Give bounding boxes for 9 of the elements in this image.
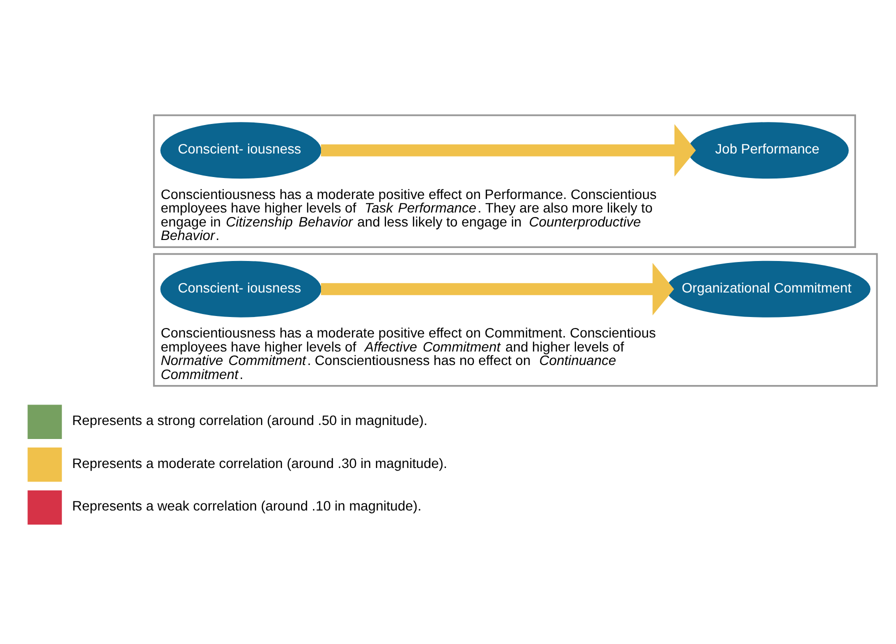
arrow xyxy=(320,124,696,176)
node-ellipse: Conscient- iousness xyxy=(160,260,322,317)
node-ellipse: Organizational Commitment xyxy=(666,260,870,317)
node-ellipse: Conscient- iousness xyxy=(160,122,322,178)
arrow xyxy=(320,262,674,315)
legend-label: Represents a strong correlation (around .50 in magnitude). xyxy=(72,412,428,428)
legend-label: Represents a moderate correlation (around .30 in magnitude). xyxy=(72,455,448,470)
legend-label: Represents a weak correlation (around .10 in magnitude). xyxy=(72,498,422,514)
node-ellipse: Job Performance xyxy=(688,122,849,178)
